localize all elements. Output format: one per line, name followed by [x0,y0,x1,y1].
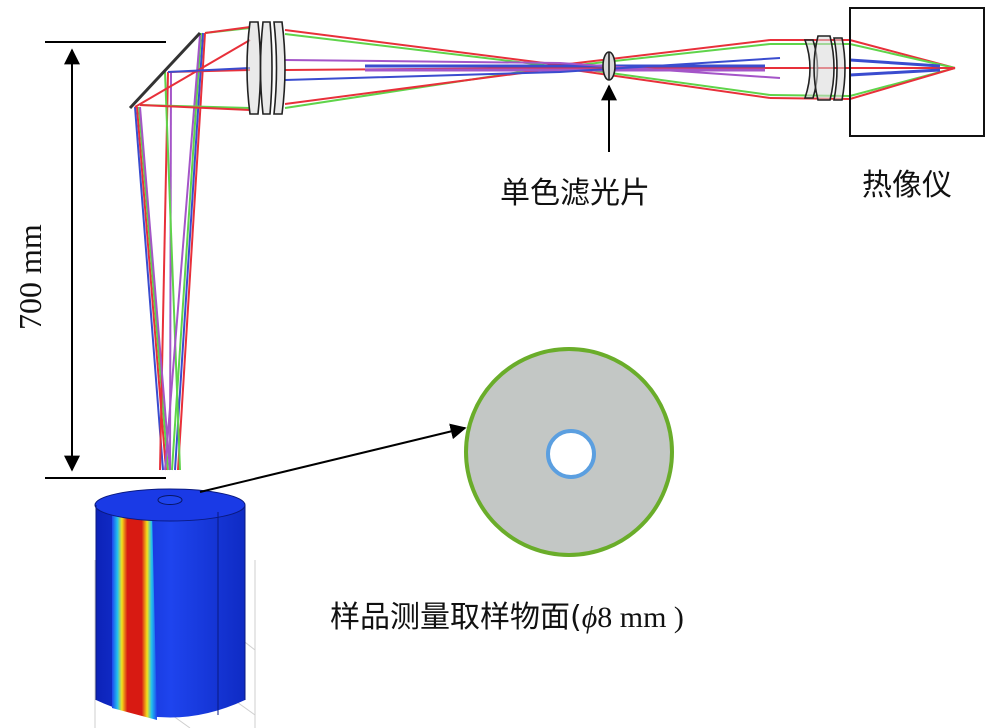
monochromatic-filter [602,51,616,81]
vertical-rays [134,32,206,471]
sample-size: 8 mm ) [597,601,684,634]
distance-label: 700 mm [12,224,48,330]
lens-group-1 [246,21,286,115]
distance-dimension [45,41,166,479]
filter-label: 单色滤光片 [500,176,650,211]
mirror-to-lens1-rays [134,26,251,111]
camera-label: 热像仪 [862,168,952,203]
phi-symbol: ϕ [581,601,598,634]
fold-mirror [128,31,202,110]
lens-group-2 [803,35,846,101]
sample-label-prefix: 样品测量取样物面( [330,600,582,635]
lens1-to-filter-rays [284,29,781,109]
sample-face-label: 样品测量取样物面(ϕ8 mm ) [330,592,684,636]
sample-face [464,347,674,557]
ray-bundles [134,26,956,471]
camera-box-icon [849,7,985,137]
sample-cylinder [94,488,256,728]
zoom-arrow [199,423,467,493]
lens2-to-camera-rays [769,39,956,101]
sample-hole [546,429,596,479]
